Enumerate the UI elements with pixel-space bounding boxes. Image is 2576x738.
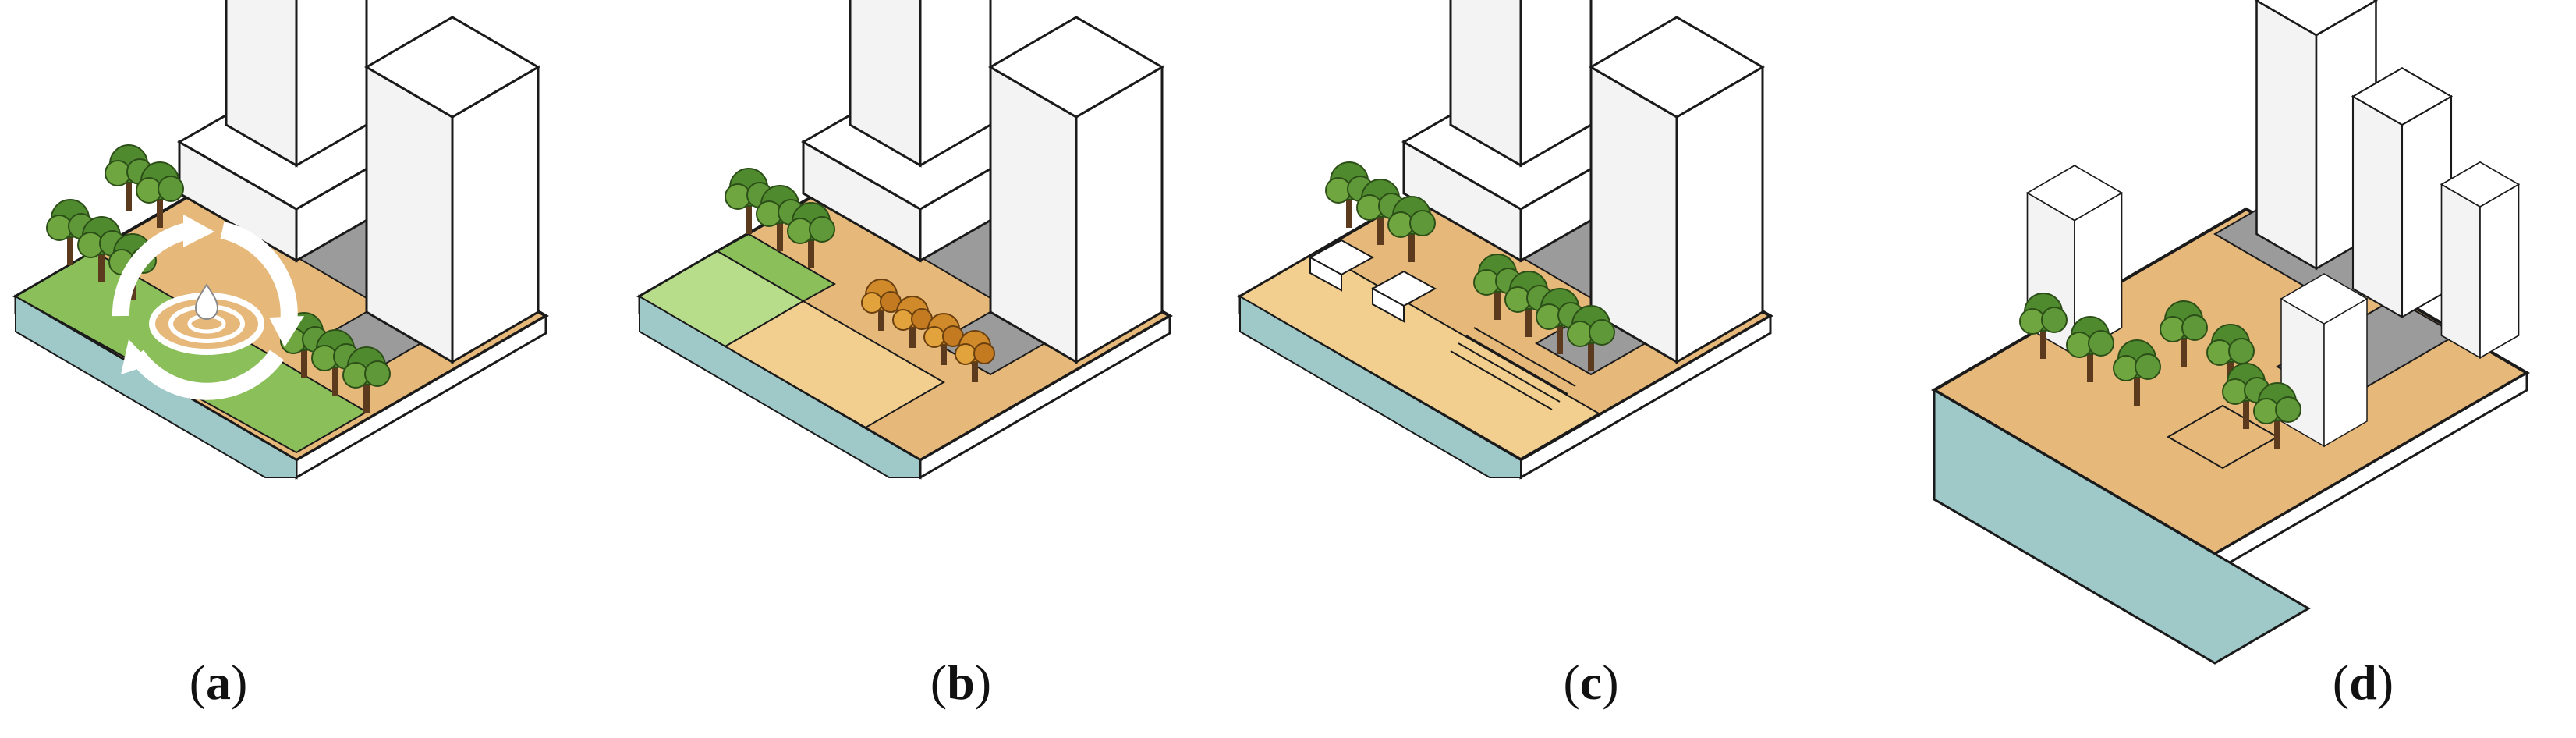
panel-b-caption: (b) — [930, 655, 992, 710]
panel-d-diagram — [1931, 0, 2530, 665]
panel-b-diagram — [636, 0, 1173, 480]
water-strip — [1933, 388, 2311, 665]
recycle-water-icon — [112, 215, 304, 400]
steps — [1450, 327, 1576, 410]
panel-c-caption: (c) — [1563, 655, 1619, 710]
panel-c-diagram — [1237, 0, 1773, 480]
water-strip — [639, 295, 921, 478]
panel-a-diagram — [12, 0, 549, 480]
pavilion — [1308, 239, 1437, 323]
panel-a-caption: (a) — [189, 655, 248, 710]
water-strip — [1239, 295, 1522, 478]
beach — [1238, 250, 1600, 460]
panel-d-caption: (d) — [2332, 655, 2394, 710]
sand-terrace — [724, 300, 945, 429]
water-strip — [15, 295, 297, 478]
